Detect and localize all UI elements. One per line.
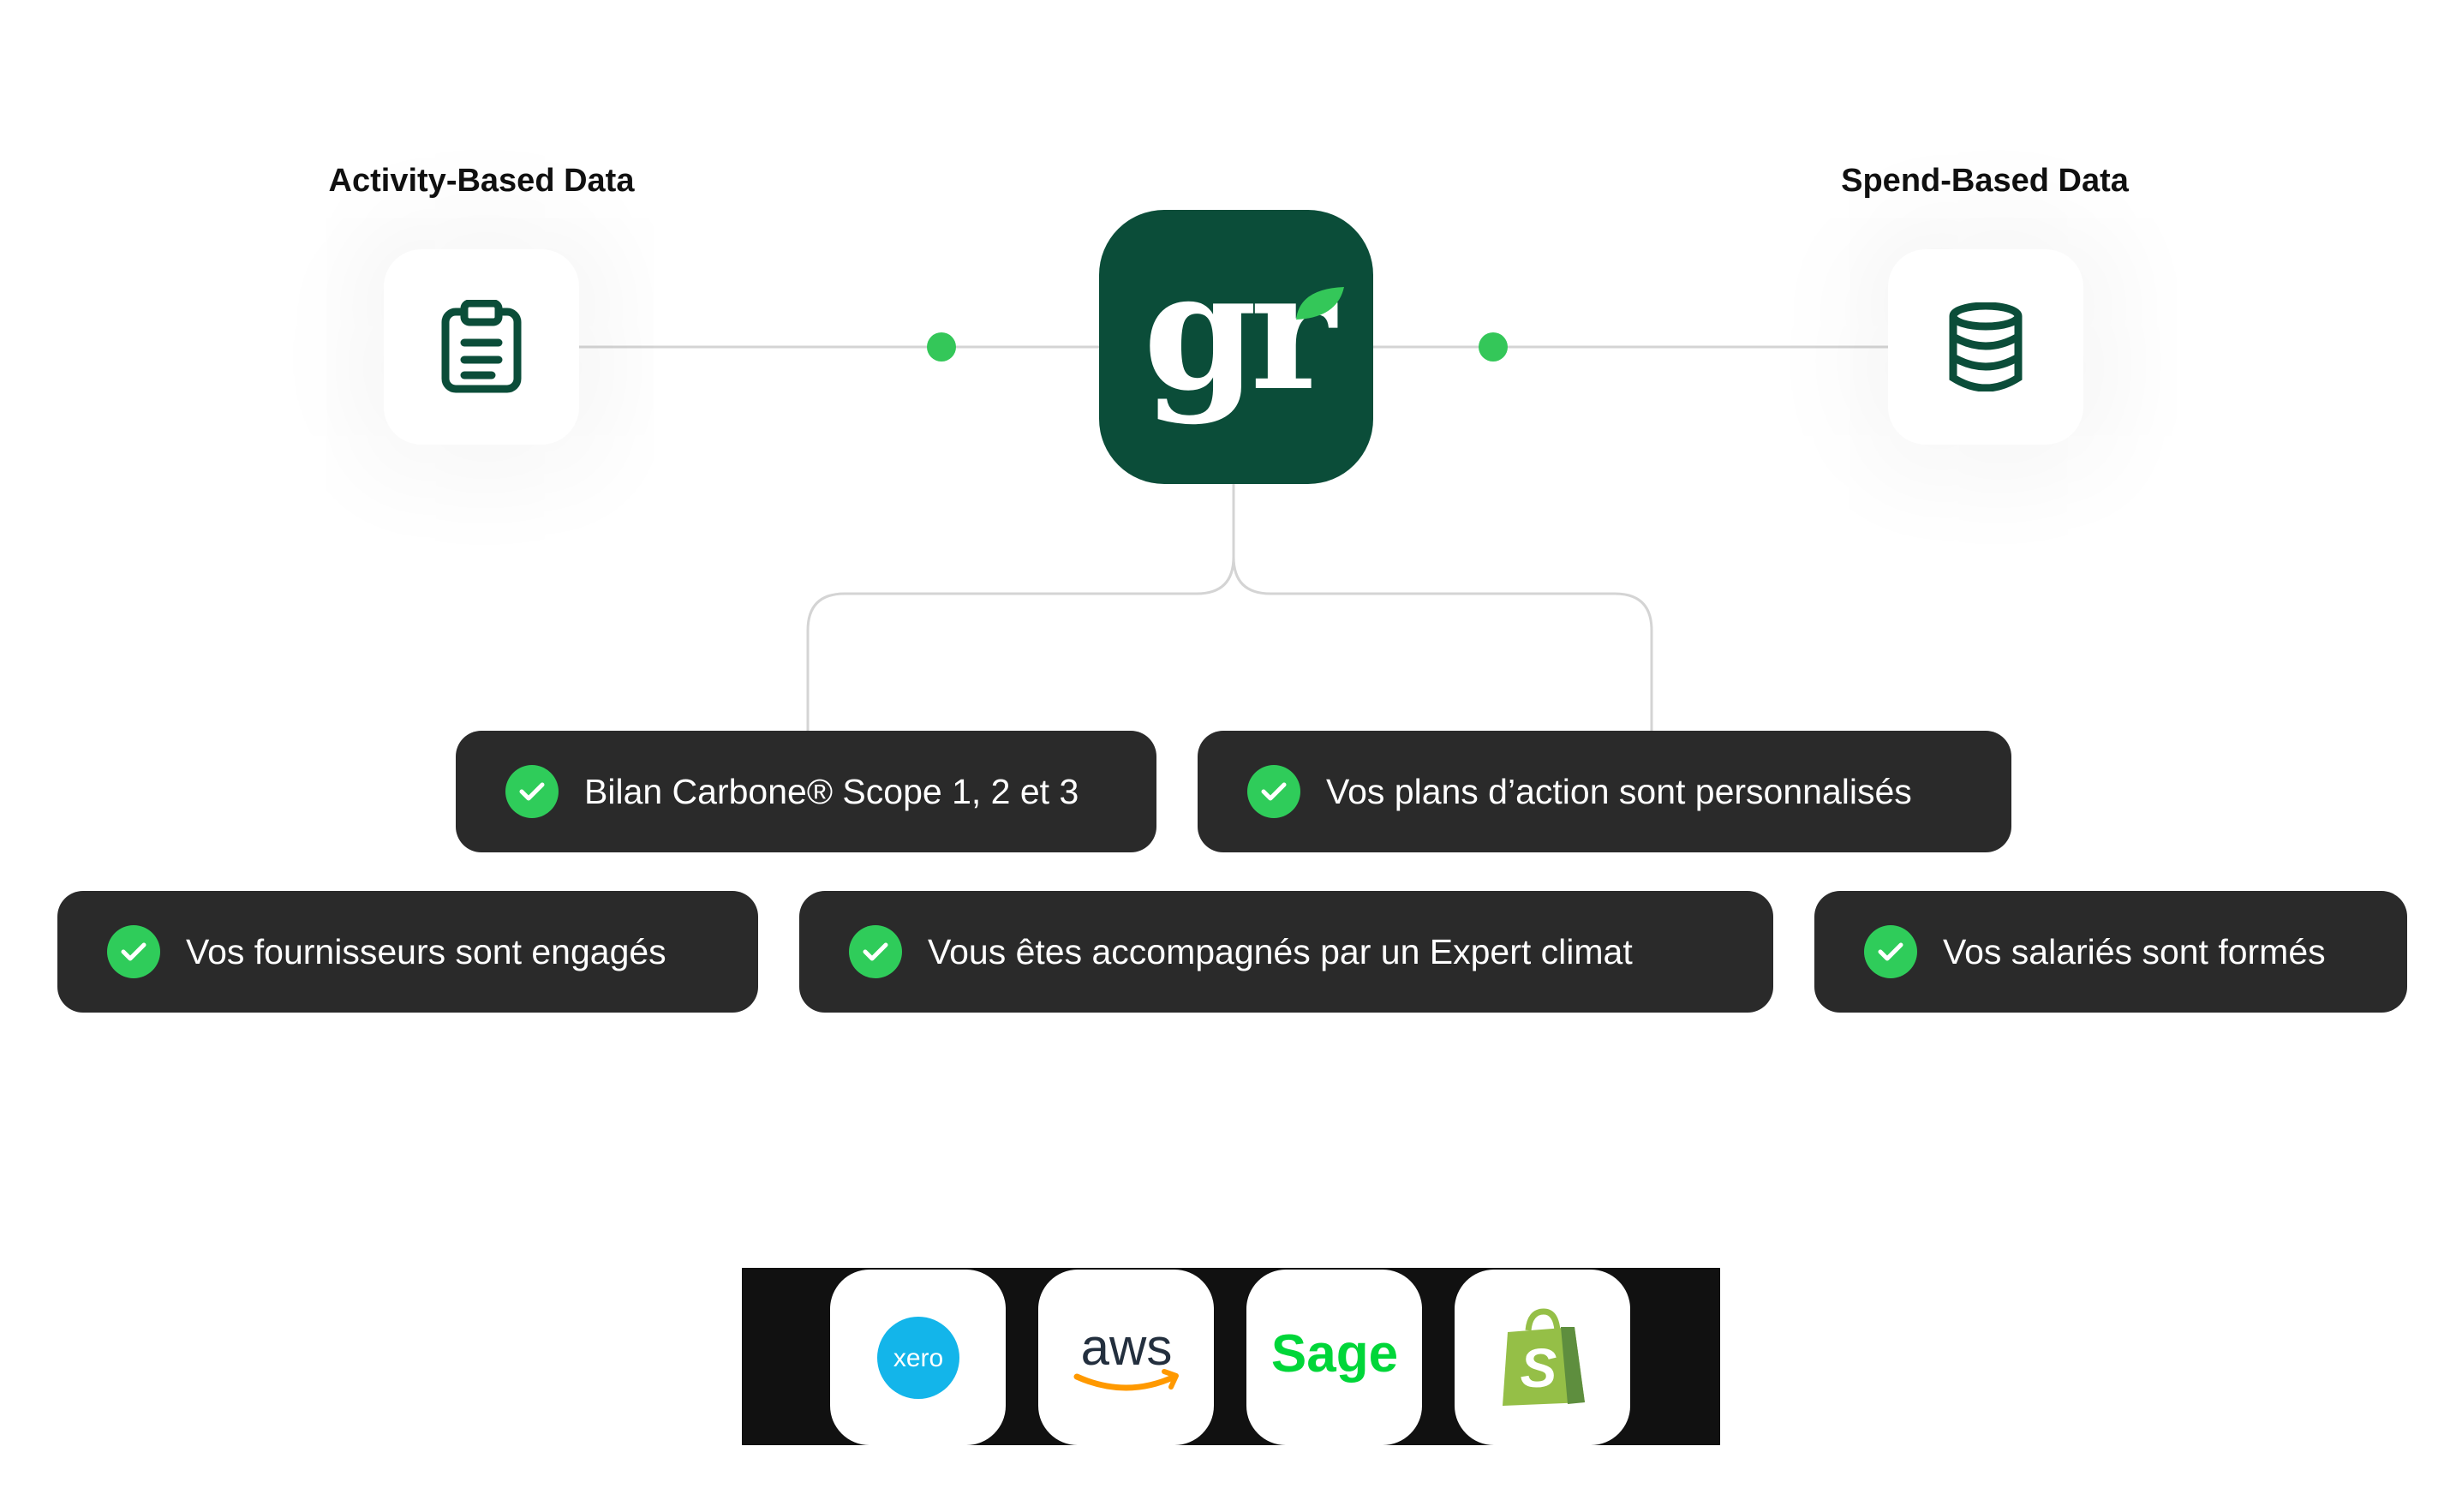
xero-integration-tile: xero xyxy=(830,1270,1006,1445)
aws-logo-icon: aws xyxy=(1073,1318,1179,1390)
leaf-icon xyxy=(1296,287,1344,320)
feature-label: Vos fournisseurs sont engagés xyxy=(186,931,666,971)
logo-text: gr xyxy=(1143,236,1336,427)
feature-pill-salaries: Vos salariés sont formés xyxy=(1814,891,2407,1013)
sage-integration-tile: Sage xyxy=(1246,1270,1422,1445)
svg-text:S: S xyxy=(1520,1337,1557,1399)
sage-logo-text: Sage xyxy=(1270,1324,1397,1384)
shopify-integration-tile: S xyxy=(1455,1270,1630,1445)
feature-label: Vos salariés sont formés xyxy=(1943,931,2326,971)
aws-integration-tile: aws xyxy=(1038,1270,1214,1445)
feature-label: Vous êtes accompagnés par un Expert clim… xyxy=(928,931,1633,971)
check-icon xyxy=(849,925,902,978)
check-icon xyxy=(505,765,559,818)
hub-branch-right xyxy=(1232,556,1653,731)
feature-pill-bilan-carbone: Bilan Carbone® Scope 1, 2 et 3 xyxy=(456,731,1156,852)
xero-logo-text: xero xyxy=(893,1344,942,1372)
spend-based-label: Spend-Based Data xyxy=(1841,163,2129,199)
feature-pill-plans-action: Vos plans d’action sont personnalisés xyxy=(1198,731,2011,852)
feature-label: Vos plans d’action sont personnalisés xyxy=(1326,771,1912,811)
shopify-bag-icon: S xyxy=(1502,1307,1585,1406)
feature-pill-fournisseurs: Vos fournisseurs sont engagés xyxy=(57,891,758,1013)
activity-data-card xyxy=(384,249,579,445)
xero-logo-icon: xero xyxy=(876,1316,959,1399)
aws-logo-text: aws xyxy=(1080,1318,1172,1376)
spend-connector-dot xyxy=(1479,332,1508,362)
check-icon xyxy=(1864,925,1917,978)
clipboard-icon xyxy=(441,300,522,393)
sage-logo-icon: Sage xyxy=(1270,1324,1397,1384)
check-icon xyxy=(1247,765,1300,818)
activity-connector-dot xyxy=(927,332,956,362)
check-icon xyxy=(107,925,160,978)
database-icon xyxy=(1949,302,2023,391)
feature-pill-expert-climat: Vous êtes accompagnés par un Expert clim… xyxy=(799,891,1773,1013)
hub-logo: gr xyxy=(1099,210,1373,484)
hub-branch-left xyxy=(806,484,1235,731)
activity-based-label: Activity-Based Data xyxy=(328,163,635,199)
spend-data-card xyxy=(1888,249,2083,445)
feature-label: Bilan Carbone® Scope 1, 2 et 3 xyxy=(584,771,1079,811)
